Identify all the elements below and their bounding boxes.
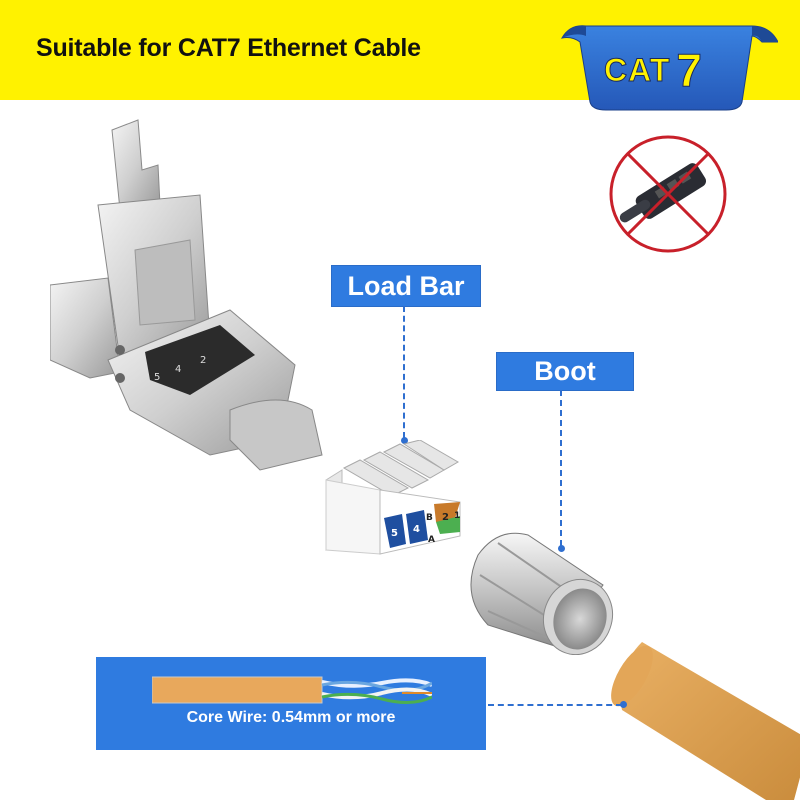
load-bar-leader-line bbox=[403, 306, 405, 438]
boot-label: Boot bbox=[496, 352, 634, 391]
core-wire-label: Core Wire: 0.54mm or more bbox=[186, 709, 396, 726]
stripped-cable-icon bbox=[152, 676, 432, 704]
badge-category: CAT bbox=[603, 52, 671, 89]
cat7-ribbon-icon bbox=[561, 25, 778, 111]
boot-leader-line bbox=[560, 390, 562, 546]
rj45-connector-illustration: 2 4 5 bbox=[50, 119, 323, 471]
core-wire-spec-box: Core Wire: 0.54mm or more bbox=[96, 657, 486, 750]
svg-text:1: 1 bbox=[454, 511, 460, 521]
banner-title: Suitable for CAT7 Ethernet Cable bbox=[36, 34, 421, 62]
svg-text:5: 5 bbox=[154, 372, 160, 383]
svg-text:B: B bbox=[426, 513, 433, 523]
svg-text:4: 4 bbox=[413, 524, 420, 535]
svg-text:5: 5 bbox=[391, 528, 398, 539]
svg-text:2: 2 bbox=[442, 512, 449, 523]
cable-leader-dot bbox=[620, 701, 627, 708]
no-crimping-tool-icon bbox=[609, 135, 727, 253]
boot-sleeve-illustration bbox=[470, 532, 613, 655]
boot-leader-dot bbox=[558, 545, 565, 552]
svg-text:4: 4 bbox=[175, 364, 181, 375]
load-bar-illustration: 5 4 B A 2 1 bbox=[325, 440, 461, 555]
load-bar-label: Load Bar bbox=[331, 265, 481, 307]
ethernet-cable-illustration bbox=[611, 642, 800, 800]
badge-number: 7 bbox=[676, 44, 703, 97]
svg-text:2: 2 bbox=[200, 355, 206, 366]
svg-text:A: A bbox=[428, 535, 435, 545]
load-bar-leader-dot bbox=[401, 437, 408, 444]
cable-leader-line bbox=[488, 704, 622, 706]
